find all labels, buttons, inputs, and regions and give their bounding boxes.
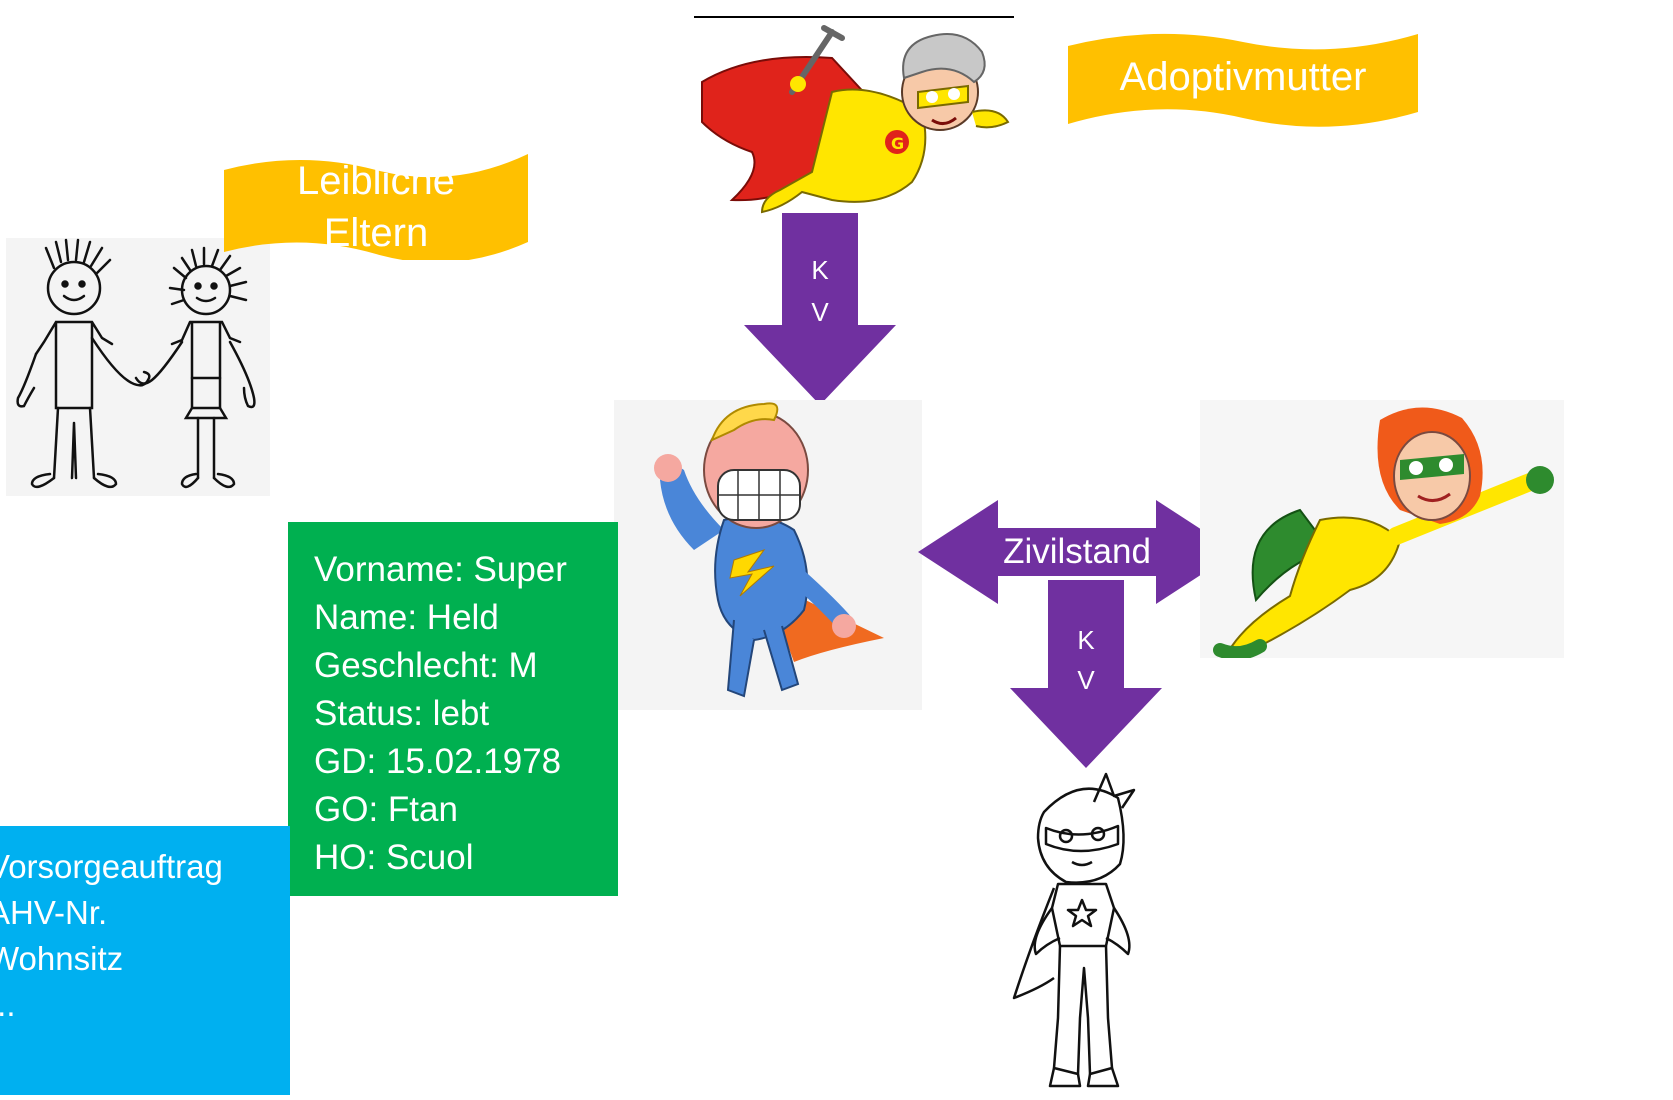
superhero-girl-icon <box>1010 768 1156 1095</box>
person-gd: GD: 15.02.1978 <box>314 742 562 781</box>
superhero-man-icon <box>614 400 922 710</box>
extra-vorsorgeauftrag: Vorsorgeauftrag <box>0 848 223 885</box>
person-vorname: Vorname: Super <box>314 550 567 589</box>
person-status: Status: lebt <box>314 694 490 733</box>
top-divider-line <box>694 16 1014 18</box>
person-name: Name: Held <box>314 598 499 637</box>
stick-figure-couple-icon <box>6 238 270 496</box>
leibliche-eltern-label-1: Leibliche <box>297 159 455 203</box>
extra-wohnsitz: Wohnsitz <box>0 940 124 977</box>
child-arrow-label-k: K <box>1077 625 1095 655</box>
person-go: GO: Ftan <box>314 790 458 829</box>
extra-info-box: Vorsorgeauftrag AHV-Nr. Wohnsitz ... <box>0 826 290 1095</box>
superheroine-icon <box>1200 400 1564 661</box>
leibliche-eltern-banner <box>224 152 528 263</box>
person-geschlecht: Geschlecht: M <box>314 646 538 685</box>
extra-ellipsis: ... <box>0 986 16 1023</box>
person-ho: HO: Scuol <box>314 838 474 877</box>
child-arrow-label-v: V <box>1077 665 1095 695</box>
leibliche-eltern-label-2: Eltern <box>323 211 429 255</box>
adoption-kv-arrow <box>744 213 896 405</box>
adoptivmutter-label: Adoptivmutter <box>1119 55 1367 99</box>
adoption-arrow-label-k: K <box>811 255 829 285</box>
adoption-arrow-label-v: V <box>811 297 829 327</box>
child-kv-arrow <box>1010 580 1162 768</box>
adoptivmutter-banner <box>1068 26 1418 136</box>
zivilstand-arrow <box>918 500 1236 604</box>
superhero-grandma-icon: G <box>692 22 1018 218</box>
person-info-box: Vorname: Super Name: Held Geschlecht: M … <box>288 522 618 896</box>
svg-text:G: G <box>891 134 904 153</box>
zivilstand-label: Zivilstand <box>1003 532 1151 571</box>
extra-ahv-nr: AHV-Nr. <box>0 894 108 931</box>
